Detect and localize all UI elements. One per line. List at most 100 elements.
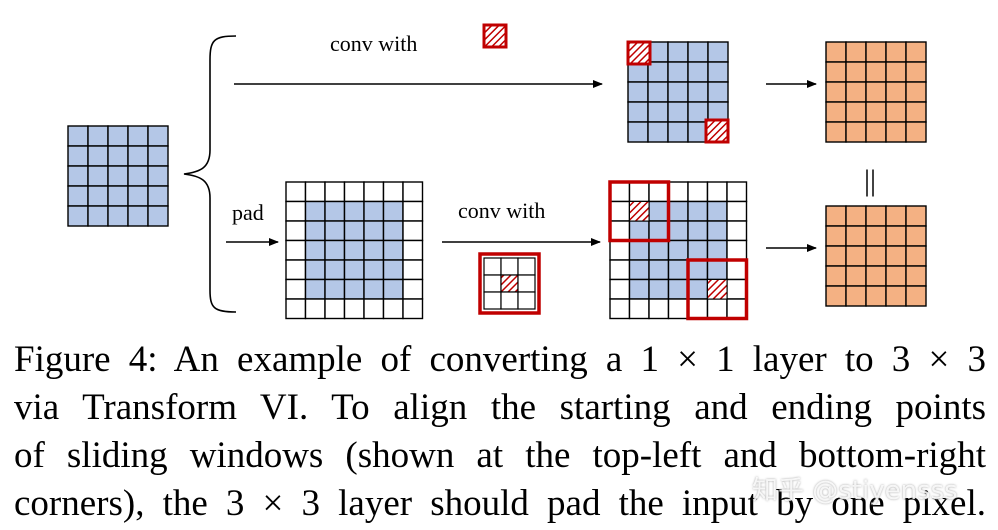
grid-cell (609, 278, 631, 300)
label-conv-with-top: conv with (330, 31, 417, 56)
grid-cell (627, 81, 649, 103)
caption-line-3: of sliding windows (shown at the top-lef… (14, 435, 986, 476)
grid-cell (127, 185, 149, 207)
grid-cell (382, 181, 404, 203)
grid-cell (483, 291, 502, 310)
grid-cell (845, 61, 867, 83)
grid-cell (87, 145, 109, 167)
grid-cell (885, 205, 907, 227)
grid-cell (885, 121, 907, 143)
grid-cell (609, 298, 631, 320)
grid-cell (107, 205, 129, 227)
grid-cell (382, 278, 404, 300)
grid-cell (865, 225, 887, 247)
grid-cell (304, 278, 326, 300)
grid-cell (324, 259, 346, 281)
grid-cell (517, 274, 536, 293)
grid-cell (667, 278, 689, 300)
grid-cell (517, 291, 536, 310)
grid-cell (647, 121, 669, 143)
grid-cell (707, 81, 729, 103)
grid-cell (285, 259, 307, 281)
grid-cell (304, 239, 326, 261)
grid-cell (628, 278, 650, 300)
grid-cell (363, 259, 385, 281)
grid-cell (687, 278, 709, 300)
grid-cell (905, 81, 927, 103)
grid-cell (865, 205, 887, 227)
grid-cell (147, 125, 169, 147)
grid-cell (845, 245, 867, 267)
grid-cell (107, 125, 129, 147)
grid-cell (726, 298, 748, 320)
grid-cell (628, 181, 650, 203)
grid-cell (845, 81, 867, 103)
grid-cell (67, 185, 89, 207)
grid-cell (402, 239, 424, 261)
grid-cell (885, 81, 907, 103)
grid-cell (304, 298, 326, 320)
grid-cell (382, 298, 404, 320)
grid-cell (402, 200, 424, 222)
grid-cell (706, 220, 728, 242)
grid-cell (627, 101, 649, 123)
grid-cell (667, 121, 689, 143)
grid-cell (127, 125, 149, 147)
grid-cell (304, 220, 326, 242)
grid-cell (885, 285, 907, 307)
grid-cell (67, 165, 89, 187)
grid-cell (127, 165, 149, 187)
grid-cell (687, 61, 709, 83)
grid-cell (825, 205, 847, 227)
grid-cell (865, 121, 887, 143)
grid-cell (706, 200, 728, 222)
grid-cell (706, 239, 728, 261)
grid-cell (343, 181, 365, 203)
grid-cell (628, 220, 650, 242)
window-center-cell (629, 201, 650, 222)
window-center-cell (707, 279, 728, 300)
grid-cell (905, 121, 927, 143)
grid-cell (343, 259, 365, 281)
grid-cell (304, 200, 326, 222)
grid-cell (402, 181, 424, 203)
grid-cell (363, 298, 385, 320)
grid-cell (648, 200, 670, 222)
kernel-3x3-frame (478, 252, 541, 315)
grid-cell (865, 41, 887, 63)
figure-caption: Figure 4: An example of converting a 1 ×… (14, 336, 986, 528)
grid-cell (845, 41, 867, 63)
grid-cell (628, 298, 650, 320)
grid-cell (865, 265, 887, 287)
grid-cell (363, 239, 385, 261)
grid-cell (285, 220, 307, 242)
window-bottom-right-1x1 (704, 118, 730, 144)
grid-cell (667, 61, 689, 83)
grid-cell (500, 291, 519, 310)
grid-cell (500, 257, 519, 276)
grid-cell (667, 298, 689, 320)
grid-cell (628, 239, 650, 261)
grid-cell (363, 181, 385, 203)
grid-cell (825, 121, 847, 143)
grid-cell (905, 245, 927, 267)
grid-cell (667, 101, 689, 123)
grid-cell (483, 274, 502, 293)
equals-sign: || (864, 164, 876, 197)
grid-cell (324, 278, 346, 300)
grid-cell (107, 185, 129, 207)
conv-3x3-padded-grid (608, 180, 749, 321)
grid-cell (324, 298, 346, 320)
grid-cell (726, 220, 748, 242)
grid-cell (687, 181, 709, 203)
grid-cell (706, 298, 728, 320)
grid-cell (343, 239, 365, 261)
grid-cell (865, 245, 887, 267)
grid-cell (648, 181, 670, 203)
grid-cell (905, 205, 927, 227)
brace (183, 35, 237, 313)
grid-cell (707, 41, 729, 63)
grid-cell (726, 278, 748, 300)
grid-cell (905, 225, 927, 247)
grid-cell (382, 220, 404, 242)
